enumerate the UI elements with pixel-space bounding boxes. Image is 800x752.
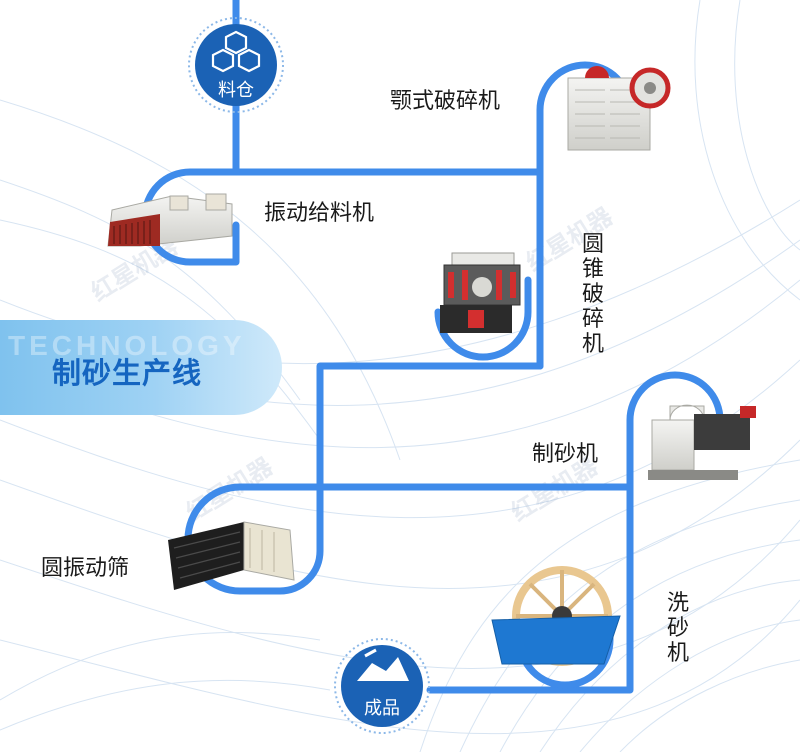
sand-washer-icon [491, 566, 621, 666]
step-label-sand-maker: 制砂机 [532, 442, 599, 467]
vibrating-screen-icon [168, 521, 295, 590]
banner-ghost-text: TECHNOLOGY [8, 330, 246, 361]
step-label-jaw-crusher: 颚式破碎机 [390, 89, 501, 114]
sand-pile-icon [357, 648, 409, 681]
title-banner [0, 320, 282, 415]
step-label-vibrating-feeder: 振动给料机 [264, 201, 375, 226]
node-finished-label: 成品 [364, 698, 400, 719]
node-silo [188, 17, 284, 113]
cone-crusher-icon [440, 252, 521, 333]
node-silo-label: 料仓 [218, 80, 254, 101]
cubes-icon [211, 30, 261, 73]
step-label-cone-crusher: 圆锥破碎机 [581, 232, 604, 357]
page-title: 制砂生产线 [52, 356, 203, 390]
sand-maker-icon [648, 404, 756, 480]
vibrating-feeder-icon [107, 193, 233, 247]
node-finished [334, 638, 430, 734]
step-label-vibrating-screen: 圆振动筛 [41, 556, 130, 581]
step-label-sand-washer: 洗砂机 [666, 591, 689, 666]
jaw-crusher-icon [567, 66, 671, 151]
